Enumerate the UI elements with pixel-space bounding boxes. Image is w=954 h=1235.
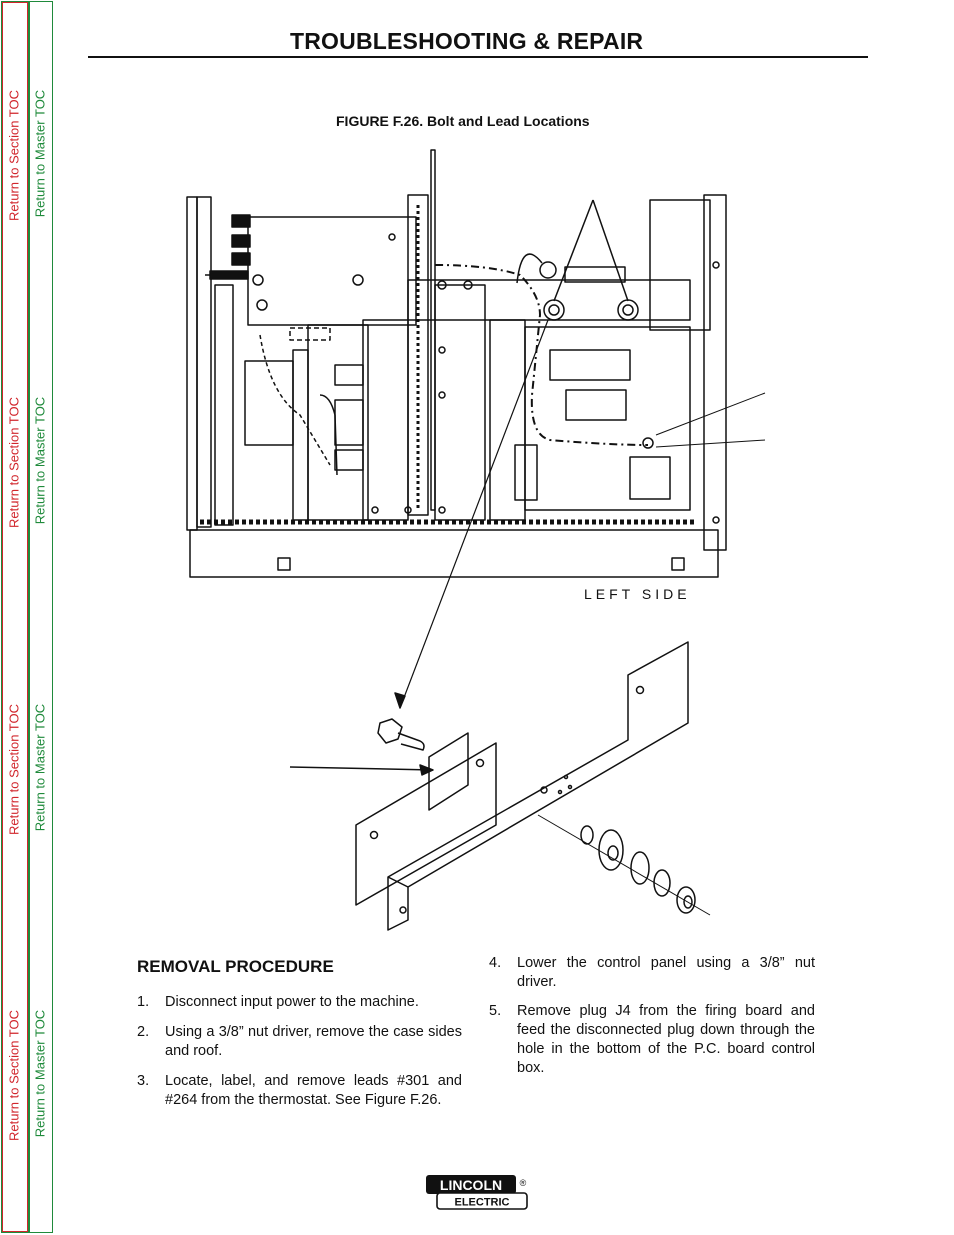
- title-rule: [88, 56, 868, 58]
- step-text: Locate, label, and remove leads #301 and…: [165, 1073, 462, 1108]
- step-number: 3.: [137, 1073, 150, 1089]
- removal-procedure-heading: REMOVAL PROCEDURE: [137, 957, 334, 976]
- bolt-and-lead-diagram: [186, 149, 766, 931]
- return-to-section-toc-link-3[interactable]: Return to Section TOC: [6, 703, 22, 836]
- page-title: TROUBLESHOOTING & REPAIR: [290, 28, 644, 54]
- return-to-master-toc-link-4[interactable]: Return to Master TOC: [32, 1009, 48, 1138]
- logo-top-text: LINCOLN: [440, 1177, 502, 1193]
- return-to-section-toc-link-1[interactable]: Return to Section TOC: [6, 89, 22, 222]
- step-text: Disconnect input power to the machine.: [165, 994, 419, 1010]
- figure-caption: FIGURE F.26. Bolt and Lead Locations: [336, 113, 590, 129]
- procedure-step-2: 2. Using a 3/8” nut driver, remove the c…: [137, 1023, 462, 1061]
- registered-mark: ®: [520, 1178, 527, 1188]
- toc-section-column: [2, 2, 28, 1232]
- bolt-left: [543, 299, 565, 321]
- step-number: 5.: [489, 1003, 502, 1019]
- step-text: Lower the control panel using a 3/8” nut…: [517, 955, 815, 990]
- procedure-step-3: 3. Locate, label, and remove leads #301 …: [137, 1072, 462, 1110]
- toc-divider: [28, 2, 30, 1232]
- step-number: 4.: [489, 955, 502, 971]
- step-number: 1.: [137, 994, 150, 1010]
- return-to-master-toc-link-2[interactable]: Return to Master TOC: [32, 396, 48, 525]
- thermostat: [642, 437, 654, 449]
- toc-sidebar: [1, 1, 53, 1233]
- return-to-section-toc-link-4[interactable]: Return to Section TOC: [6, 1009, 22, 1142]
- bolt-right: [617, 299, 639, 321]
- base-plate: [189, 529, 719, 578]
- return-to-master-toc-link-3[interactable]: Return to Master TOC: [32, 703, 48, 832]
- procedure-step-4: 4. Lower the control panel using a 3/8” …: [489, 954, 815, 992]
- return-to-master-toc-link-1[interactable]: Return to Master TOC: [32, 89, 48, 218]
- procedure-step-1: 1. Disconnect input power to the machine…: [137, 993, 462, 1012]
- step-text: Using a 3/8” nut driver, remove the case…: [165, 1024, 462, 1059]
- return-to-section-toc-link-2[interactable]: Return to Section TOC: [6, 396, 22, 529]
- left-side-label: LEFT SIDE: [584, 586, 691, 602]
- logo-bottom-text: ELECTRIC: [455, 1197, 510, 1209]
- step-text: Remove plug J4 from the firing board and…: [517, 1003, 815, 1076]
- lincoln-electric-logo: LINCOLN ELECTRIC ®: [426, 1175, 528, 1210]
- procedure-step-5: 5. Remove plug J4 from the firing board …: [489, 1002, 815, 1078]
- step-number: 2.: [137, 1024, 150, 1040]
